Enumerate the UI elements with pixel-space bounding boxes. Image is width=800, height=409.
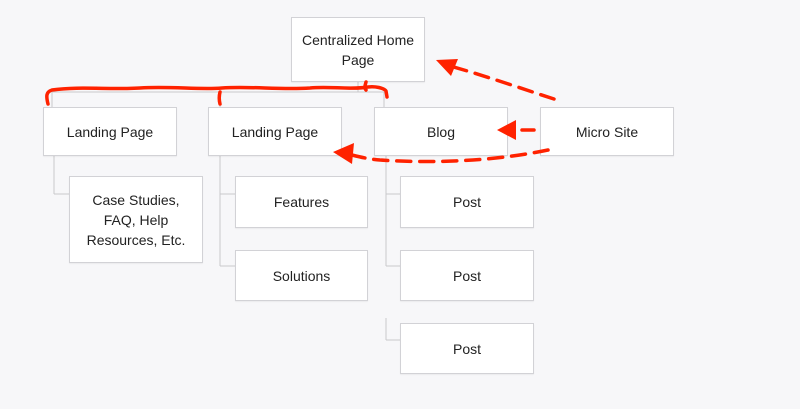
node-post-1[interactable]: Post bbox=[400, 176, 534, 228]
node-landing-page-1[interactable]: Landing Page bbox=[43, 107, 177, 156]
node-label: Landing Page bbox=[231, 123, 319, 140]
node-landing-page-2[interactable]: Landing Page bbox=[208, 107, 342, 156]
node-label: Post bbox=[452, 340, 481, 357]
node-label: Case Studies, FAQ, Help Resources, Etc. bbox=[86, 191, 186, 248]
node-label: Landing Page bbox=[66, 123, 154, 140]
node-micro-site[interactable]: Micro Site bbox=[540, 107, 674, 156]
node-label: Blog bbox=[426, 123, 456, 140]
node-label: Features bbox=[273, 194, 330, 210]
node-label: Centralized Home Page bbox=[301, 31, 415, 68]
node-case-studies[interactable]: Case Studies, FAQ, Help Resources, Etc. bbox=[69, 176, 203, 263]
node-post-2[interactable]: Post bbox=[400, 250, 534, 301]
node-features[interactable]: Features bbox=[235, 176, 368, 228]
node-label: Micro Site bbox=[575, 123, 639, 140]
node-label: Post bbox=[452, 194, 481, 210]
node-centralized-home-page[interactable]: Centralized Home Page bbox=[291, 17, 425, 82]
node-label: Solutions bbox=[272, 267, 331, 284]
node-solutions[interactable]: Solutions bbox=[235, 250, 368, 301]
node-post-3[interactable]: Post bbox=[400, 323, 534, 374]
node-blog[interactable]: Blog bbox=[374, 107, 508, 156]
node-label: Post bbox=[452, 267, 481, 284]
